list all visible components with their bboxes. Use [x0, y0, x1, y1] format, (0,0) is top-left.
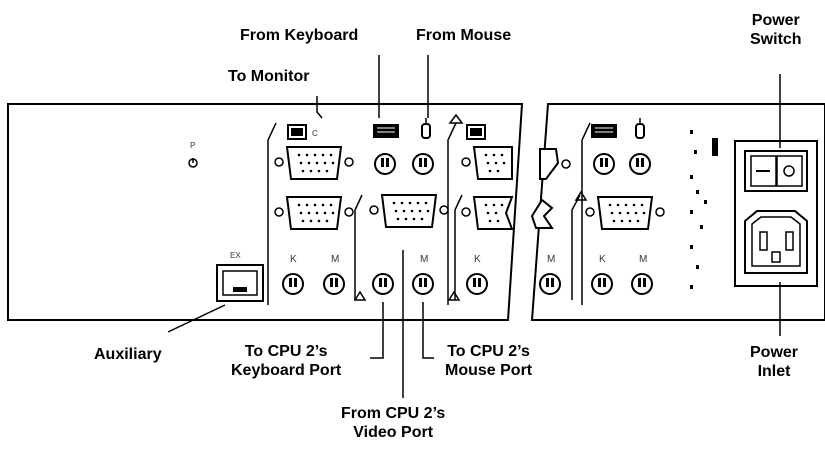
- mouse-port-mark: M: [547, 254, 555, 265]
- mouse-icon: [635, 118, 645, 139]
- auxiliary-port: EX: [216, 251, 264, 302]
- power-led-icon: P: [188, 141, 198, 168]
- monitor-icon: C: [287, 124, 318, 140]
- keyboard-port-mark: K: [474, 254, 481, 265]
- callout-from-mouse: From Mouse: [416, 27, 512, 44]
- vga-port: [539, 148, 571, 180]
- vga-port: [461, 196, 514, 230]
- ps2-port: [282, 273, 304, 295]
- vga-port: [585, 196, 665, 230]
- ps2-port: [593, 153, 615, 175]
- mouse-icon: [421, 118, 431, 139]
- label-strip: [690, 130, 718, 289]
- callout-power-switch-line2: Switch: [750, 31, 802, 48]
- svg-text:EX: EX: [230, 251, 241, 260]
- callout-power-inlet: Power Inlet: [750, 343, 798, 381]
- power-switch: [744, 150, 808, 192]
- callout-auxiliary: Auxiliary: [94, 346, 162, 363]
- callout-to-cpu2-mouse: To CPU 2’s Mouse Port: [445, 342, 532, 380]
- keyboard-port-mark: K: [599, 254, 606, 265]
- mouse-port-mark: M: [639, 254, 647, 265]
- vga-port: [369, 194, 449, 228]
- ps2-port: [374, 153, 396, 175]
- group-dividers: [267, 122, 591, 305]
- callout-power-switch-line1: Power: [751, 12, 800, 29]
- ps2-port: [466, 273, 488, 295]
- callout-from-cpu2-video: From CPU 2’s Video Port: [341, 404, 445, 442]
- ps2-port: [372, 273, 394, 295]
- vga-port: [530, 198, 554, 229]
- ps2-port: [629, 153, 651, 175]
- callout-from-cpu2-video-line2: Video Port: [353, 424, 434, 441]
- vga-port: [461, 146, 513, 180]
- mouse-port-mark: M: [420, 254, 428, 265]
- keyboard-port-mark: K: [290, 254, 297, 265]
- divider-triangles: [353, 113, 588, 301]
- keyboard-icon: [591, 124, 617, 138]
- vga-port: [274, 196, 354, 230]
- callout-power-switch: Power Switch: [750, 11, 802, 49]
- svg-text:C: C: [312, 129, 318, 138]
- power-inlet: [744, 210, 808, 274]
- monitor-icon: [466, 124, 486, 140]
- callout-from-keyboard: From Keyboard: [240, 27, 359, 44]
- callout-power-inlet-line1: Power: [750, 344, 799, 361]
- callout-to-cpu2-mouse-line2: Mouse Port: [445, 362, 533, 379]
- leader-lines: [167, 55, 781, 398]
- vga-port: [274, 146, 354, 180]
- callout-power-inlet-line2: Inlet: [757, 363, 791, 380]
- ps2-port: [323, 273, 345, 295]
- callout-to-cpu2-keyboard-line1: To CPU 2’s: [244, 343, 328, 360]
- callout-to-cpu2-keyboard-line2: Keyboard Port: [231, 362, 342, 379]
- callout-from-cpu2-video-line1: From CPU 2’s: [341, 405, 446, 422]
- ps2-port: [412, 273, 434, 295]
- keyboard-icon: [373, 124, 399, 138]
- ps2-port: [412, 153, 434, 175]
- ps2-port: [631, 273, 653, 295]
- ps2-port: [539, 273, 561, 295]
- port-marks: K M M K M K M: [290, 254, 647, 265]
- callout-to-monitor: To Monitor: [228, 68, 310, 85]
- ps2-port: [591, 273, 613, 295]
- svg-text:P: P: [190, 141, 195, 150]
- callout-to-cpu2-mouse-line1: To CPU 2’s: [447, 343, 530, 360]
- mouse-port-mark: M: [331, 254, 339, 265]
- callout-to-cpu2-keyboard: To CPU 2’s Keyboard Port: [231, 342, 341, 380]
